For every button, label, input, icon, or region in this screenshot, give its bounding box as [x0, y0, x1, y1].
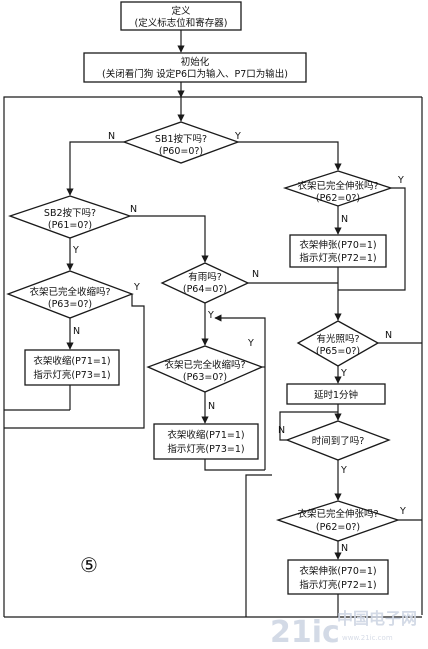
sb2-yes-label: Y — [72, 245, 79, 256]
retracted-1-no-label: N — [73, 326, 80, 337]
sb2-no-label: N — [130, 204, 137, 215]
decision-retracted-2: 衣架已完全收缩吗? (P63=0?) — [146, 345, 264, 393]
full-extend-1-yes-label: Y — [397, 175, 404, 186]
extend-2-line-1: 衣架伸张(P70=1) — [299, 565, 376, 577]
retracted-2-no-label: N — [208, 401, 215, 412]
figure-mark: ⑤ — [80, 553, 98, 577]
extend-1-line-2: 指示灯亮(P72=1) — [299, 252, 376, 264]
init-line-1: 初始化 — [181, 56, 210, 68]
full-extend-2-line-2: (P62=0?) — [316, 522, 360, 533]
decision-full-extend-2: 衣架已完全伸张吗? (P62=0?) — [275, 500, 401, 542]
retracted-1-line-2: (P63=0?) — [48, 299, 92, 310]
retracted-2-yes-label: Y — [247, 338, 254, 349]
define-line-1: 定义 — [171, 5, 191, 17]
rain-line-2: (P64=0?) — [183, 284, 227, 295]
watermark-url: www.21ic.com — [342, 634, 393, 642]
rain-no-label: N — [252, 269, 259, 280]
connectors — [3, 30, 423, 618]
retracted-1-yes-label: Y — [133, 282, 140, 293]
delay-label: 延时1分钟 — [314, 389, 358, 401]
box-define: 定义 (定义标志位和寄存器) — [120, 1, 242, 31]
time-up-label: 时间到了吗? — [312, 435, 365, 447]
watermark-main: 21ic — [270, 615, 340, 649]
decision-full-extend-1: 衣架已完全伸张吗? (P62=0?) — [282, 170, 394, 207]
time-up-no-label: N — [278, 425, 285, 436]
watermark-logo: 21ic 中国电子网 www.21ic.com — [270, 609, 417, 649]
box-retract-2: 衣架收缩(P71=1) 指示灯亮(P73=1) — [153, 423, 259, 460]
flow-full-extend-1-yes — [338, 187, 406, 291]
decision-time-up: 时间到了吗? — [285, 420, 391, 461]
box-delay: 延时1分钟 — [286, 383, 386, 405]
init-line-2: (关闭看门狗 设定P6口为输入、P7口为输出) — [102, 68, 288, 80]
flow-sb2-no — [130, 215, 209, 263]
main-loop-outer-left — [3, 96, 181, 617]
rain-yes-label: Y — [207, 310, 214, 321]
sb2-line-2: (P61=0?) — [48, 220, 92, 231]
extend-2-line-2: 指示灯亮(P72=1) — [299, 579, 376, 591]
main-loop-left — [245, 474, 272, 617]
sb2-line-1: SB2按下吗? — [44, 207, 96, 219]
light-yes-label: Y — [340, 368, 347, 379]
flow-retracted-2-return-up — [214, 314, 266, 470]
decision-retracted-1: 衣架已完全收缩吗? (P63=0?) — [6, 270, 134, 319]
sb1-no-label: N — [108, 131, 115, 142]
box-extend-2: 衣架伸张(P70=1) 指示灯亮(P72=1) — [287, 559, 389, 595]
decision-sb1: SB1按下吗? (P60=0?) — [122, 121, 240, 164]
extend-1-line-1: 衣架伸张(P70=1) — [299, 239, 376, 251]
sb1-line-1: SB1按下吗? — [155, 133, 207, 145]
decision-sb2: SB2按下吗? (P61=0?) — [8, 195, 132, 239]
retract-2-line-2: 指示灯亮(P73=1) — [167, 443, 244, 455]
light-no-label: N — [385, 330, 392, 341]
retract-2-line-1: 衣架收缩(P71=1) — [167, 429, 244, 441]
flow-time-up-no — [279, 411, 338, 441]
full-extend-2-yes-label: Y — [399, 506, 406, 517]
retracted-2-line-1: 衣架已完全收缩吗? — [164, 359, 245, 371]
full-extend-2-no-label: N — [341, 543, 348, 554]
branch-labels: N Y Y N N Y Y N N Y Y N N Y N Y Y N — [72, 131, 406, 554]
box-retract-1: 衣架收缩(P71=1) 指示灯亮(P73=1) — [24, 349, 120, 386]
retract-1-line-1: 衣架收缩(P71=1) — [33, 355, 110, 367]
retract-1-line-2: 指示灯亮(P73=1) — [33, 369, 110, 381]
define-line-2: (定义标志位和寄存器) — [135, 17, 228, 29]
full-extend-1-line-2: (P62=0?) — [316, 193, 360, 204]
sb1-yes-label: Y — [234, 131, 241, 142]
flow-retracted-1-yes — [34, 294, 145, 429]
full-extend-2-line-1: 衣架已完全伸张吗? — [297, 508, 378, 520]
flow-retract-2-out — [204, 459, 265, 471]
light-line-1: 有光照吗? — [316, 333, 359, 345]
rain-line-1: 有雨吗? — [188, 271, 222, 283]
retracted-2-line-2: (P63=0?) — [183, 372, 227, 383]
light-line-2: (P65=0?) — [316, 346, 360, 357]
retracted-1-line-1: 衣架已完全收缩吗? — [29, 286, 110, 298]
box-init: 初始化 (关闭看门狗 设定P6口为输入、P7口为输出) — [83, 52, 307, 83]
full-extend-1-no-label: N — [341, 214, 348, 225]
box-extend-1: 衣架伸张(P70=1) 指示灯亮(P72=1) — [289, 234, 387, 268]
sb1-line-2: (P60=0?) — [159, 146, 203, 157]
watermark-cn: 中国电子网 — [337, 609, 417, 628]
decision-light: 有光照吗? (P65=0?) — [296, 320, 380, 367]
flow-sb1-yes — [238, 141, 342, 171]
flow-sb1-no — [66, 141, 124, 196]
full-extend-1-line-1: 衣架已完全伸张吗? — [297, 180, 378, 192]
decision-rain: 有雨吗? (P64=0?) — [160, 262, 250, 304]
time-up-yes-label: Y — [340, 465, 347, 476]
